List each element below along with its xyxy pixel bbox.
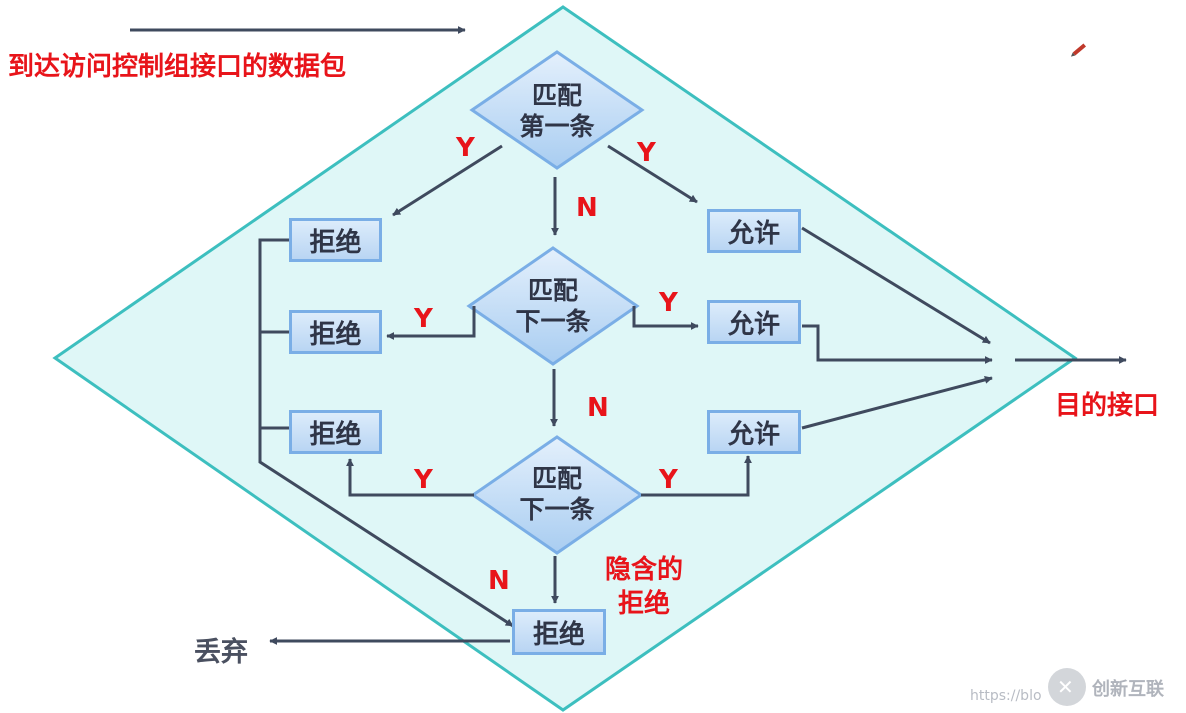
watermark-logo-icon: ✕ bbox=[1057, 675, 1074, 699]
deny-box-3: 拒绝 bbox=[289, 410, 382, 454]
yes-label-d2-right: Y bbox=[659, 288, 678, 318]
decision-1-line2: 第一条 bbox=[519, 112, 595, 141]
watermark-logo: ✕ bbox=[1048, 668, 1086, 706]
implicit-deny-line1: 隐含的 bbox=[605, 555, 684, 585]
yes-label-d3-right: Y bbox=[659, 465, 678, 495]
arrow-d2-permit bbox=[632, 306, 699, 330]
decision-3-line1: 匹配 bbox=[531, 464, 582, 493]
permit-box-3: 允许 bbox=[707, 410, 801, 454]
arrow-d1-permit bbox=[607, 144, 698, 204]
permit-box-1: 允许 bbox=[707, 209, 801, 253]
decision-2-line2: 下一条 bbox=[515, 307, 591, 336]
deny-box-2: 拒绝 bbox=[289, 310, 382, 354]
yes-label-d3-left: Y bbox=[414, 465, 433, 495]
deny-box-1: 拒绝 bbox=[289, 218, 382, 262]
decision-1-text: 匹配 第一条 bbox=[497, 80, 617, 142]
decision-1-line1: 匹配 bbox=[531, 81, 582, 110]
no-label-d3: N bbox=[488, 566, 510, 596]
title: 到达访问控制组接口的数据包 bbox=[8, 52, 347, 82]
arrow-d2-deny bbox=[386, 306, 476, 340]
decision-1-shape bbox=[469, 50, 645, 170]
decision-2-shape bbox=[466, 246, 640, 366]
decision-3-shape bbox=[470, 435, 644, 555]
no-label-d1: N bbox=[576, 193, 598, 223]
decision-2-text: 匹配 下一条 bbox=[493, 275, 613, 337]
permit-box-2: 允许 bbox=[707, 300, 801, 344]
implicit-deny-label: 隐含的 拒绝 bbox=[605, 553, 683, 621]
outer-diamond bbox=[52, 5, 1078, 712]
arrow-d3-deny bbox=[346, 458, 474, 497]
yes-label-d1-left: Y bbox=[456, 133, 475, 163]
deny-collector-line bbox=[258, 238, 514, 628]
implicit-deny-box: 拒绝 bbox=[512, 609, 606, 655]
decision-2-line1: 匹配 bbox=[527, 276, 578, 305]
watermark-url: https://blo bbox=[970, 688, 1042, 704]
watermark-brand: 创新互联 bbox=[1092, 679, 1164, 700]
arrow-permit3-dest bbox=[801, 375, 993, 430]
implicit-deny-line2: 拒绝 bbox=[618, 589, 671, 619]
arrow-permit1-dest bbox=[801, 226, 991, 345]
decision-3-line2: 下一条 bbox=[519, 495, 595, 524]
arrow-d3-permit bbox=[641, 455, 752, 497]
decision-3-text: 匹配 下一条 bbox=[497, 463, 617, 525]
destination-label: 目的接口 bbox=[1055, 391, 1160, 421]
arrow-permit2-dest bbox=[802, 324, 993, 364]
pen-icon bbox=[1070, 43, 1087, 57]
discard-label: 丢弃 bbox=[194, 637, 248, 668]
yes-label-d1-right: Y bbox=[637, 138, 656, 168]
arrow-d1-deny bbox=[392, 144, 503, 217]
yes-label-d2-left: Y bbox=[414, 304, 433, 334]
no-label-d2: N bbox=[587, 393, 609, 423]
